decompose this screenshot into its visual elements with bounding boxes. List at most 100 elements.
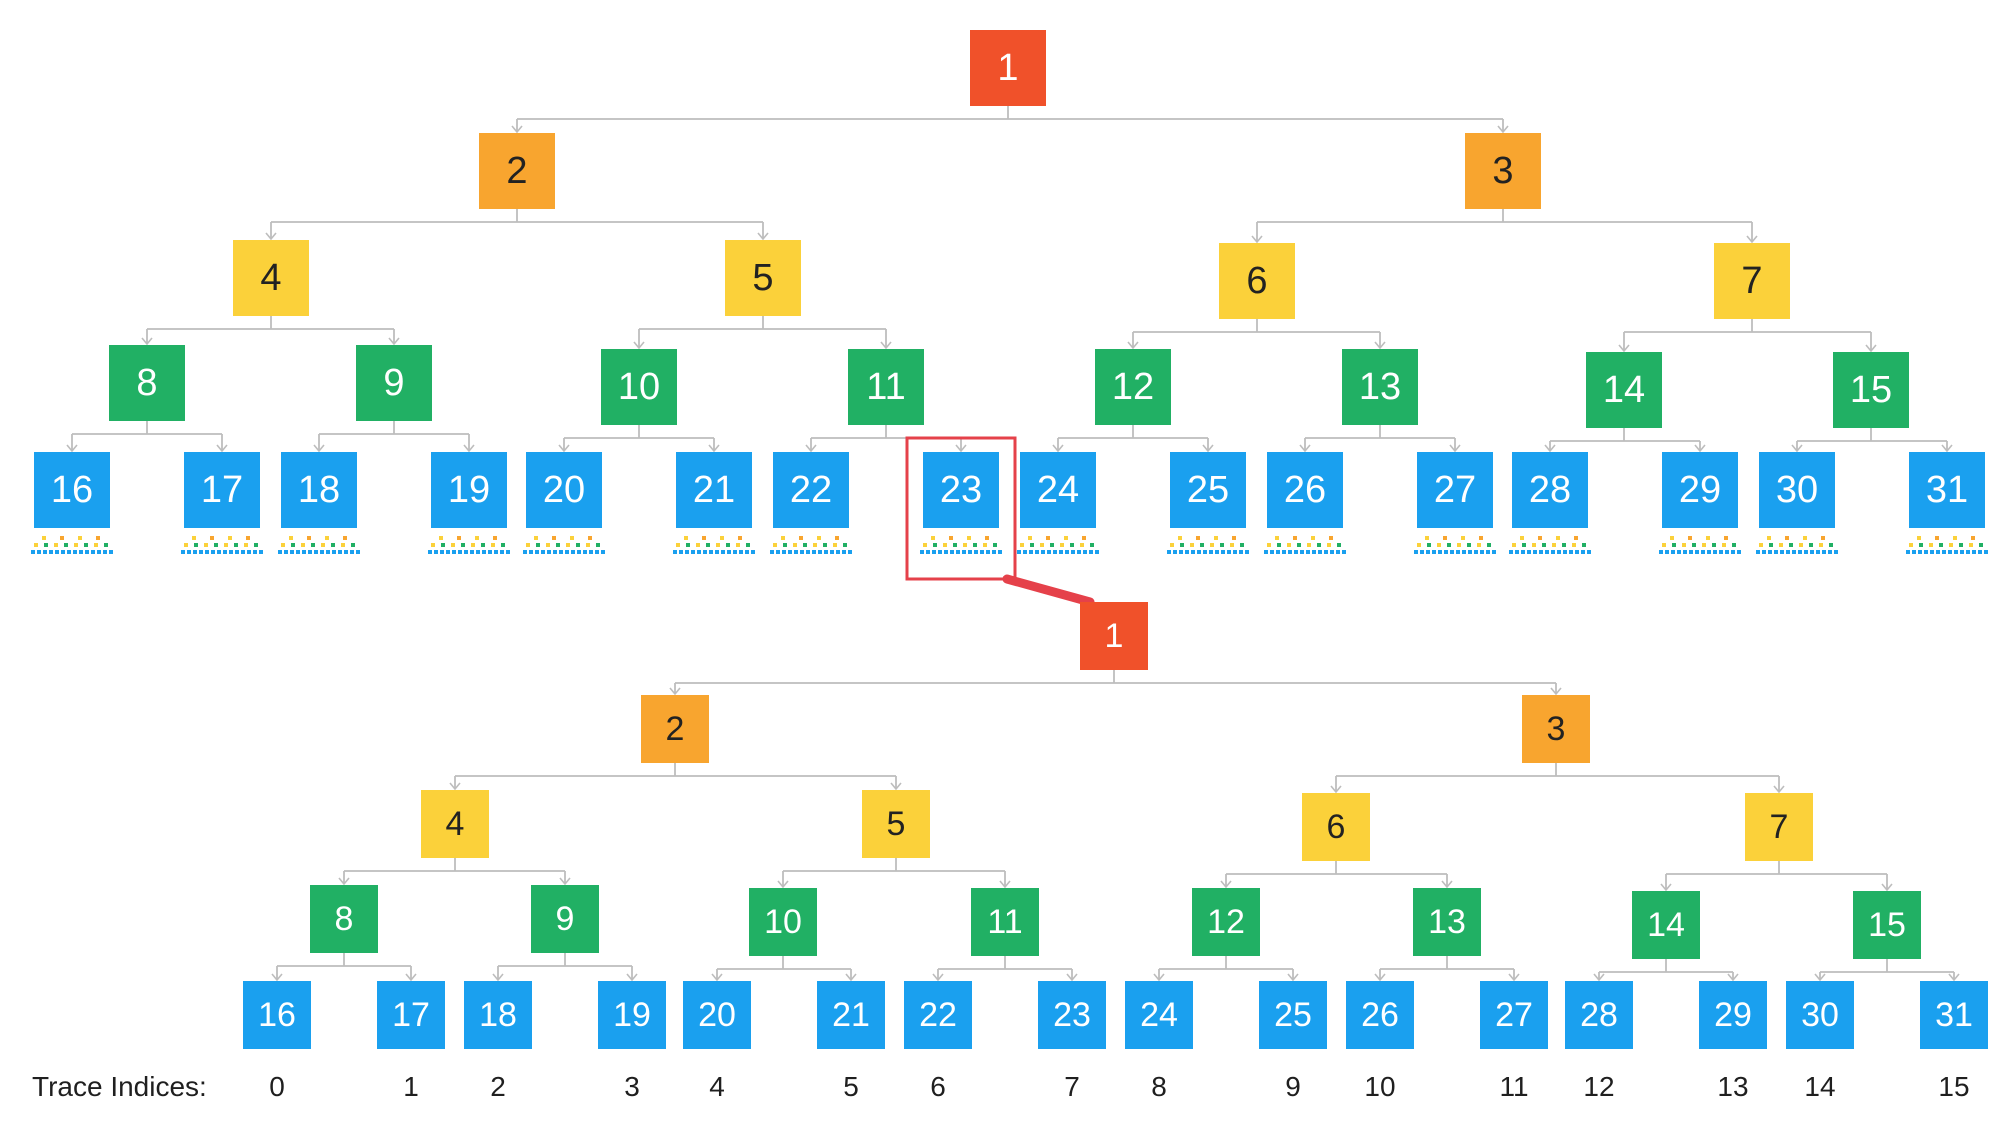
bottom-edge-arrow bbox=[777, 880, 789, 889]
top-edge-arrow bbox=[1251, 235, 1263, 244]
bottom-node-label: 8 bbox=[334, 900, 354, 938]
bottom-node-28: 28 bbox=[1565, 981, 1633, 1049]
bottom-node-14: 14 bbox=[1632, 891, 1700, 959]
bottom-node-26: 26 bbox=[1346, 981, 1414, 1049]
bottom-edge-arrow bbox=[492, 973, 504, 982]
top-node-19: 19 bbox=[431, 452, 507, 528]
bottom-edge-arrow bbox=[1948, 973, 1960, 982]
top-node-26: 26 bbox=[1267, 452, 1343, 528]
mini-subtree-icon bbox=[1414, 536, 1496, 554]
trace-index: 14 bbox=[1804, 1071, 1836, 1102]
highlight-box bbox=[905, 436, 1017, 581]
top-edge-arrow bbox=[708, 444, 720, 453]
top-node-label: 31 bbox=[1925, 469, 1969, 511]
top-edge-arrow bbox=[511, 125, 523, 134]
bottom-node-22: 22 bbox=[904, 981, 972, 1049]
bottom-edge-arrow bbox=[845, 973, 857, 982]
bottom-edge-arrow bbox=[1550, 687, 1562, 696]
top-edge-arrow bbox=[265, 232, 277, 241]
bottom-node-label: 28 bbox=[1580, 996, 1618, 1034]
top-edge-arrow bbox=[805, 444, 817, 453]
bottom-edge-arrow bbox=[626, 973, 638, 982]
top-node-label: 20 bbox=[542, 469, 586, 511]
bottom-edge-arrow bbox=[999, 880, 1011, 889]
top-node-label: 15 bbox=[1849, 369, 1893, 411]
bottom-node-label: 17 bbox=[392, 996, 430, 1034]
bottom-node-label: 26 bbox=[1361, 996, 1399, 1034]
top-node-label: 13 bbox=[1358, 366, 1402, 408]
bottom-node-label: 30 bbox=[1801, 996, 1839, 1034]
bottom-node-8: 8 bbox=[310, 885, 378, 953]
top-node-18: 18 bbox=[281, 452, 357, 528]
bottom-node-3: 3 bbox=[1522, 695, 1590, 763]
bottom-edge-arrow bbox=[271, 973, 283, 982]
bottom-edge-arrow bbox=[559, 877, 571, 886]
trace-index: 4 bbox=[709, 1071, 725, 1102]
bottom-edge-arrow bbox=[1066, 973, 1078, 982]
top-node-29: 29 bbox=[1662, 452, 1738, 528]
top-node-label: 21 bbox=[692, 469, 736, 511]
bottom-edge-arrow bbox=[1814, 973, 1826, 982]
top-node-label: 22 bbox=[789, 469, 833, 511]
top-edge-arrow bbox=[1618, 344, 1630, 353]
bottom-node-label: 24 bbox=[1140, 996, 1178, 1034]
top-edge-arrow bbox=[1052, 444, 1064, 453]
top-edge-arrow bbox=[141, 337, 153, 346]
bottom-node-30: 30 bbox=[1786, 981, 1854, 1049]
bottom-node-label: 3 bbox=[1546, 710, 1566, 748]
bottom-edge-arrow bbox=[449, 782, 461, 791]
mini-subtree-icon bbox=[523, 536, 605, 554]
bottom-node-12: 12 bbox=[1192, 888, 1260, 956]
top-node-label: 24 bbox=[1036, 469, 1080, 511]
bottom-node-label: 18 bbox=[479, 996, 517, 1034]
top-node-label: 19 bbox=[447, 469, 491, 511]
bottom-edge-arrow bbox=[1881, 883, 1893, 892]
top-node-label: 10 bbox=[617, 366, 661, 408]
top-edge-arrow bbox=[1544, 444, 1556, 453]
bottom-node-27: 27 bbox=[1480, 981, 1548, 1049]
bottom-node-label: 16 bbox=[258, 996, 296, 1034]
top-node-14: 14 bbox=[1586, 352, 1662, 428]
mini-subtree-icon bbox=[1659, 536, 1741, 554]
bottom-node-label: 31 bbox=[1935, 996, 1973, 1034]
top-node-label: 5 bbox=[752, 257, 774, 299]
bottom-edge-arrow bbox=[1727, 973, 1739, 982]
mini-subtree-icon bbox=[181, 536, 263, 554]
top-node-30: 30 bbox=[1759, 452, 1835, 528]
top-edge-arrow bbox=[1746, 235, 1758, 244]
bottom-node-label: 11 bbox=[987, 903, 1023, 941]
top-edge-arrow bbox=[1127, 341, 1139, 350]
top-node-4: 4 bbox=[233, 240, 309, 316]
bottom-edge-arrow bbox=[890, 782, 902, 791]
trace-index: 8 bbox=[1151, 1071, 1167, 1102]
top-node-label: 29 bbox=[1678, 469, 1722, 511]
mini-subtree-icon bbox=[920, 536, 1002, 554]
bottom-node-10: 10 bbox=[749, 888, 817, 956]
trace-index: 11 bbox=[1499, 1071, 1529, 1102]
bottom-node-19: 19 bbox=[598, 981, 666, 1049]
bottom-node-4: 4 bbox=[421, 790, 489, 858]
top-node-label: 7 bbox=[1741, 260, 1763, 302]
mini-subtree-icon bbox=[1756, 536, 1838, 554]
top-edge-arrow bbox=[1941, 444, 1953, 453]
bottom-edge-arrow bbox=[669, 687, 681, 696]
trace-index: 9 bbox=[1285, 1071, 1301, 1102]
top-node-3: 3 bbox=[1465, 133, 1541, 209]
bottom-node-20: 20 bbox=[683, 981, 751, 1049]
top-node-label: 8 bbox=[136, 362, 158, 404]
top-edge-arrow bbox=[757, 232, 769, 241]
top-node-13: 13 bbox=[1342, 349, 1418, 425]
mini-subtree-icon bbox=[1167, 536, 1249, 554]
top-node-12: 12 bbox=[1095, 349, 1171, 425]
bottom-node-17: 17 bbox=[377, 981, 445, 1049]
top-edge-arrow bbox=[1791, 444, 1803, 453]
bottom-node-label: 7 bbox=[1769, 808, 1789, 846]
top-node-label: 2 bbox=[506, 150, 528, 192]
trace-index: 0 bbox=[269, 1071, 285, 1102]
top-node-label: 12 bbox=[1111, 366, 1155, 408]
bottom-node-23: 23 bbox=[1038, 981, 1106, 1049]
trace-index: 13 bbox=[1717, 1071, 1749, 1102]
bottom-edge-arrow bbox=[1593, 973, 1605, 982]
bottom-node-label: 25 bbox=[1274, 996, 1312, 1034]
